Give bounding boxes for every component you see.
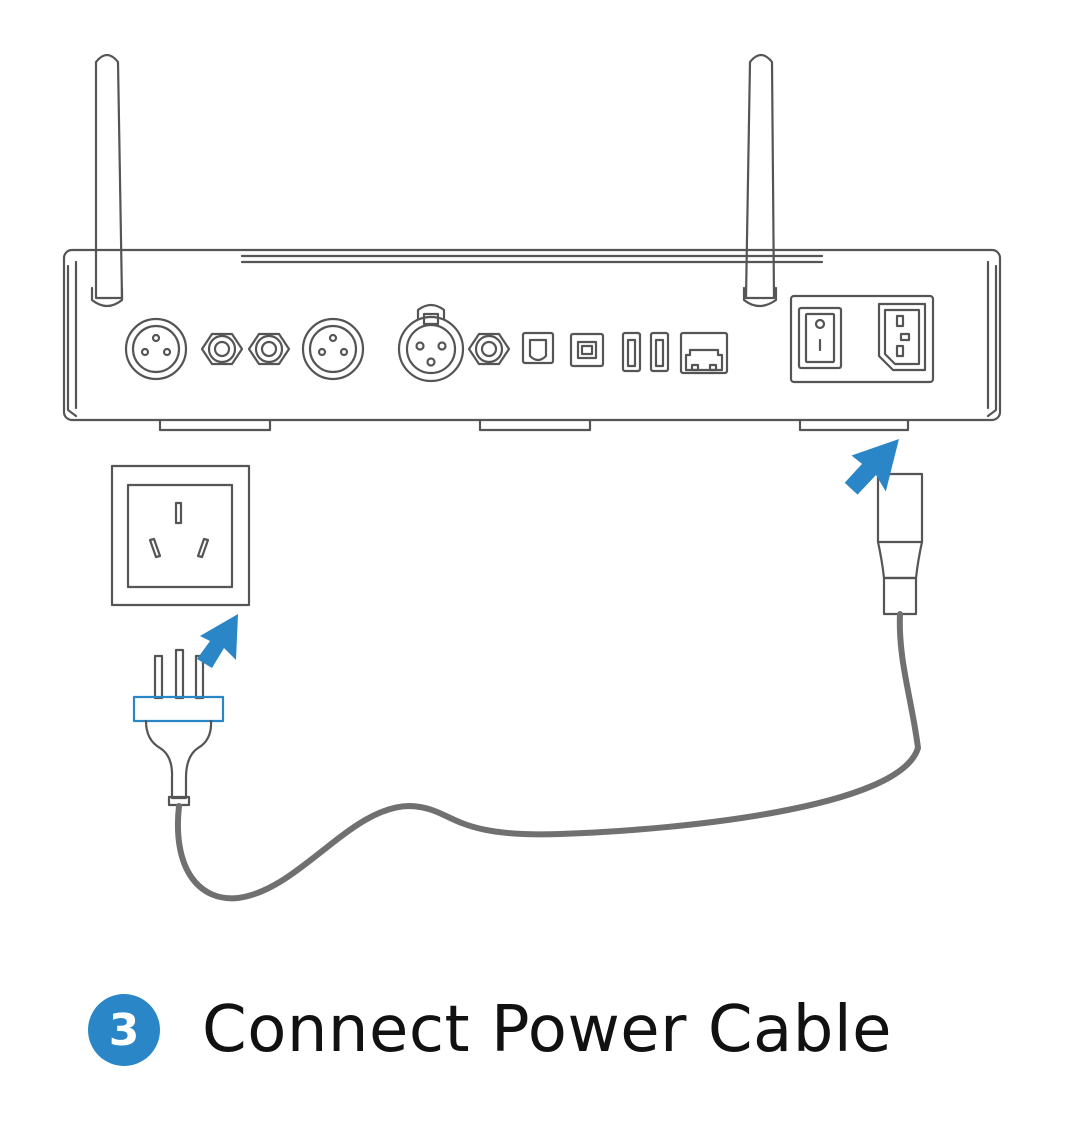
power-plug-icon [132,648,225,807]
step-number-badge: 3 [88,994,160,1066]
setup-diagram [62,53,1002,902]
coaxial-jack-icon [467,332,511,366]
power-cable [174,611,921,902]
step-title: Connect Power Cable [202,993,892,1067]
xlr-output-right-icon [301,317,365,381]
usb-a-port-2-icon [649,331,670,373]
antenna-left-icon [90,53,124,308]
iec-connector-icon [876,472,924,616]
rca-jack-right-icon [247,332,291,366]
step-row: 3 Connect Power Cable [88,990,892,1070]
ethernet-port-icon [679,331,729,375]
antenna-right-icon [742,53,778,308]
device-back-panel [62,248,1002,432]
xlr-input-icon [397,303,465,383]
xlr-output-left-icon [124,317,188,381]
usb-a-port-1-icon [621,331,642,373]
rca-jack-left-icon [200,332,244,366]
power-block [789,294,935,384]
power-switch-icon [797,306,843,370]
arrow-up-icon [844,439,899,495]
usb-b-port-icon [569,332,605,368]
arrow-up-icon [197,614,238,668]
wall-socket-icon [110,464,251,607]
iec-power-inlet-icon [877,302,927,372]
optical-port-icon [521,331,555,365]
